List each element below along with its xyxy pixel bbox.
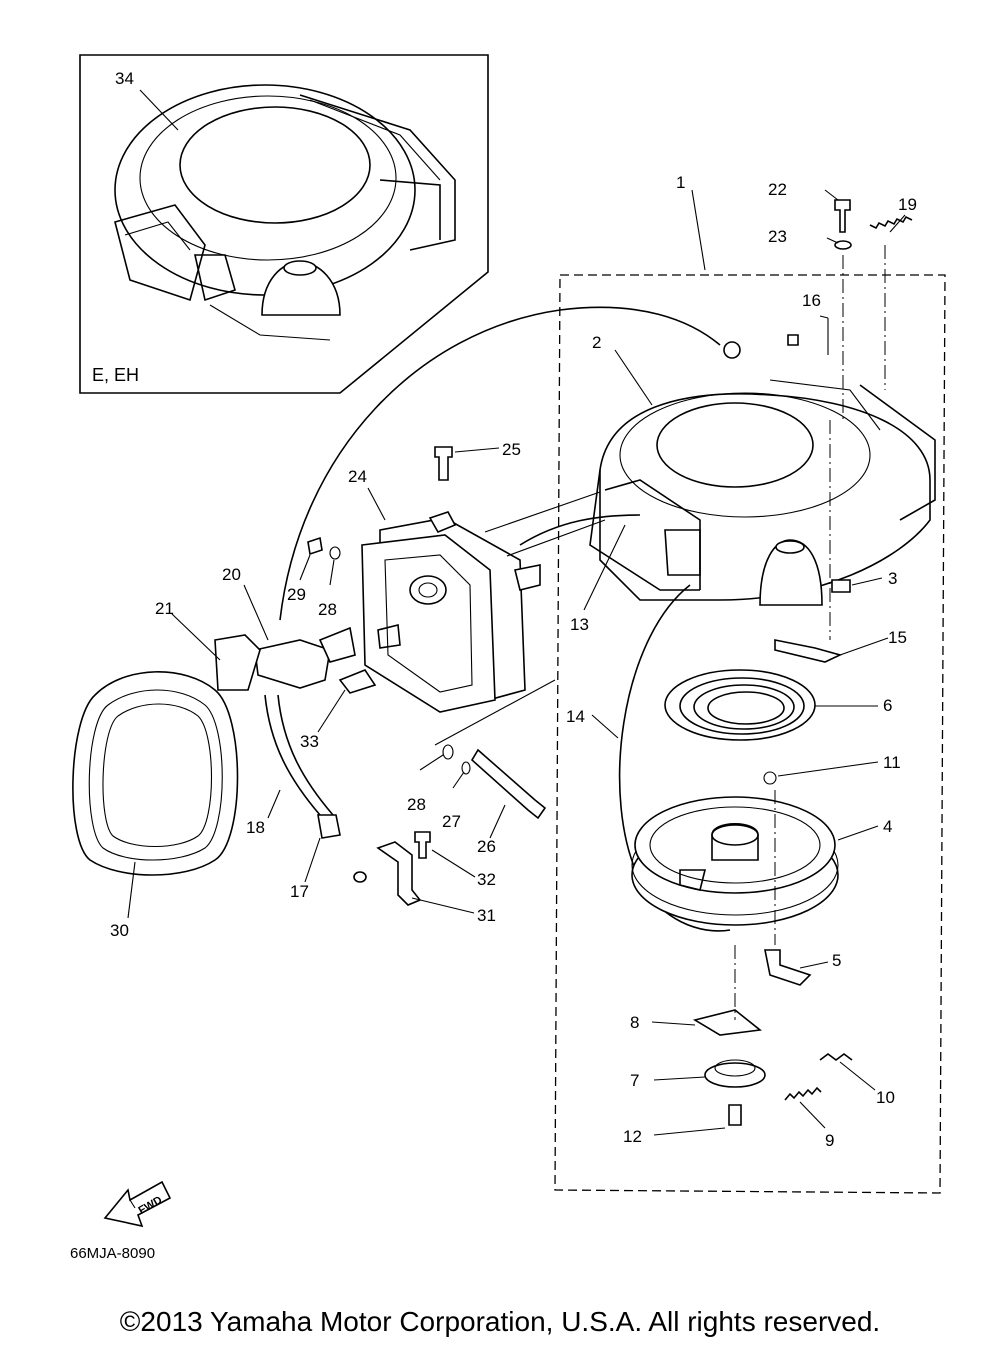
washer-28b bbox=[442, 744, 454, 760]
throttle-cable bbox=[519, 514, 641, 546]
label-part-13: 13 bbox=[570, 615, 589, 634]
label-part-18: 18 bbox=[246, 818, 265, 837]
inset-starter-housing bbox=[114, 84, 456, 341]
label-part-32: 32 bbox=[477, 870, 496, 889]
exploded-parts-diagram: 34 E, EH bbox=[70, 54, 946, 1262]
label-part-3: 3 bbox=[888, 569, 897, 588]
pin-16 bbox=[787, 334, 799, 346]
label-part-24: 24 bbox=[348, 467, 367, 486]
label-part-23: 23 bbox=[768, 227, 787, 246]
label-part-19: 19 bbox=[898, 195, 917, 214]
inset-variant-label: E, EH bbox=[92, 365, 139, 385]
starter-rope bbox=[618, 584, 731, 932]
label-part-17: 17 bbox=[290, 882, 309, 901]
washer-28a bbox=[329, 546, 341, 560]
friction-plate bbox=[692, 1009, 762, 1036]
cable-line-upper bbox=[279, 306, 721, 621]
fwd-arrow-icon: FWD bbox=[103, 1180, 172, 1228]
part-labels: 1 2 3 4 5 6 7 8 9 10 11 12 13 14 15 16 1… bbox=[110, 173, 917, 1150]
leader-lines bbox=[127, 189, 906, 1136]
label-part-33: 33 bbox=[300, 732, 319, 751]
label-part-7: 7 bbox=[630, 1071, 639, 1090]
label-part-12: 12 bbox=[623, 1127, 642, 1146]
label-part-28-lower: 28 bbox=[407, 795, 426, 814]
bracket-31 bbox=[376, 841, 422, 906]
label-part-4: 4 bbox=[883, 817, 892, 836]
copyright-notice: ©2013 Yamaha Motor Corporation, U.S.A. A… bbox=[119, 1306, 881, 1337]
label-part-8: 8 bbox=[630, 1013, 639, 1032]
label-part-26: 26 bbox=[477, 837, 496, 856]
label-part-15: 15 bbox=[888, 628, 907, 647]
silencer-case bbox=[361, 511, 541, 713]
spring-10 bbox=[819, 1053, 853, 1061]
spring-19 bbox=[869, 215, 913, 230]
recoil-spring bbox=[664, 669, 816, 741]
cable-18 bbox=[264, 694, 321, 816]
bolt-22 bbox=[834, 199, 851, 233]
drive-pawl bbox=[764, 949, 812, 986]
starter-pulley bbox=[631, 796, 839, 926]
choke-lever bbox=[254, 639, 331, 689]
seal-ring bbox=[72, 671, 239, 876]
label-part-27: 27 bbox=[442, 812, 461, 831]
washer-23 bbox=[834, 240, 852, 250]
leader-34 bbox=[139, 89, 179, 131]
starter-housing bbox=[589, 379, 936, 606]
label-part-11: 11 bbox=[883, 753, 901, 772]
label-part-30: 30 bbox=[110, 921, 129, 940]
return-spring bbox=[784, 1086, 822, 1101]
bracket-21 bbox=[214, 634, 261, 691]
label-part-22: 22 bbox=[768, 180, 787, 199]
nut-3 bbox=[831, 579, 851, 593]
label-part-34: 34 bbox=[115, 69, 134, 88]
label-part-28-upper: 28 bbox=[318, 600, 337, 619]
label-part-5: 5 bbox=[832, 951, 841, 970]
label-part-9: 9 bbox=[825, 1131, 834, 1150]
nut-29 bbox=[307, 536, 323, 556]
assembly-outline bbox=[554, 274, 946, 1194]
label-part-29: 29 bbox=[287, 585, 306, 604]
label-part-20: 20 bbox=[222, 565, 241, 584]
plate-15 bbox=[774, 639, 843, 663]
label-part-6: 6 bbox=[883, 696, 892, 715]
label-part-21: 21 bbox=[155, 599, 174, 618]
bolt-12 bbox=[728, 1104, 742, 1126]
label-part-31: 31 bbox=[477, 906, 496, 925]
label-part-10: 10 bbox=[876, 1088, 895, 1107]
clip-17 bbox=[317, 814, 341, 839]
bolt-26 bbox=[470, 748, 547, 820]
label-part-2: 2 bbox=[592, 333, 601, 352]
clip-27 bbox=[461, 761, 471, 775]
circlip bbox=[763, 771, 777, 785]
label-part-25: 25 bbox=[502, 440, 521, 459]
bolt-32 bbox=[414, 831, 431, 859]
gasket-33 bbox=[338, 669, 377, 694]
label-part-14: 14 bbox=[566, 707, 585, 726]
inset-panel: 34 E, EH bbox=[79, 54, 489, 394]
label-part-1: 1 bbox=[676, 173, 685, 192]
drive-plate bbox=[704, 1062, 766, 1088]
label-part-16: 16 bbox=[802, 291, 821, 310]
drawing-code: 66MJA-8090 bbox=[70, 1245, 155, 1262]
bolt-25 bbox=[434, 446, 453, 481]
